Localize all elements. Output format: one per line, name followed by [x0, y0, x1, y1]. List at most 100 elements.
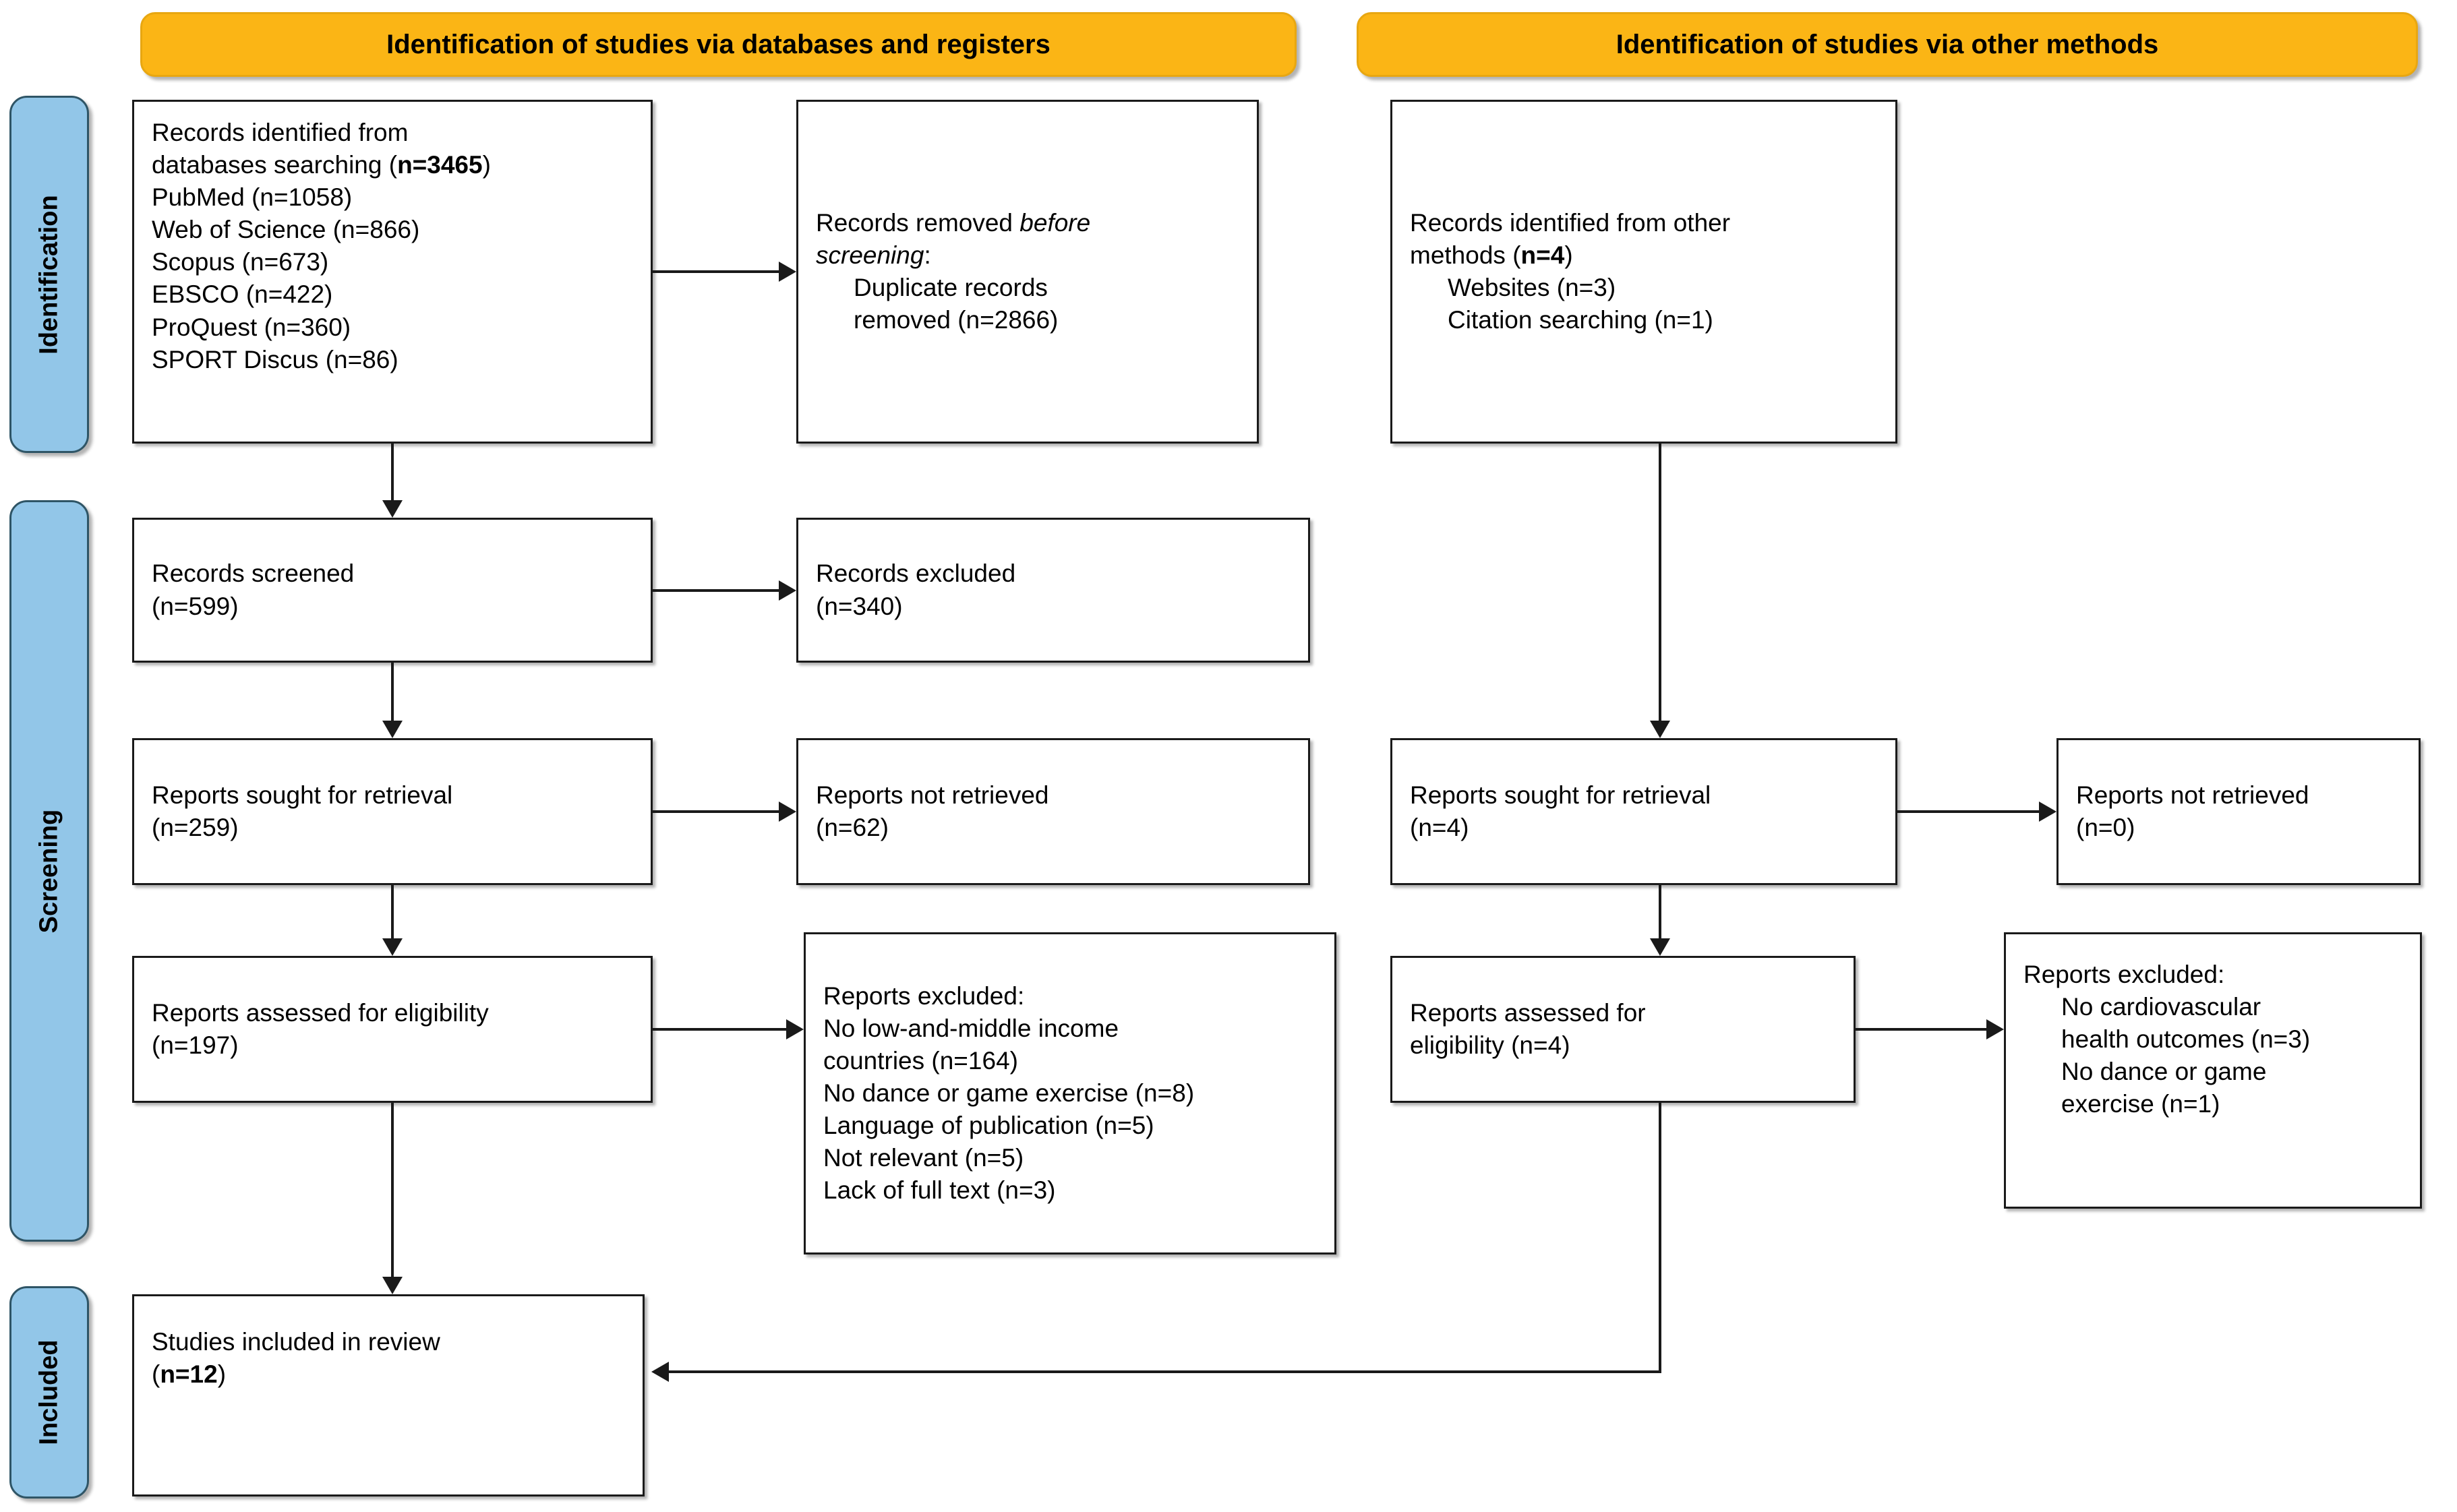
- arrow-sought-to-notretrieved-db: [779, 802, 796, 822]
- node-records-removed-before-screening: Records removed before screening: Duplic…: [796, 100, 1259, 444]
- connector-assessed-to-excluded-db: [653, 1028, 786, 1031]
- records-other-line2: methods (n=4): [1410, 239, 1878, 272]
- arrow-sought-to-notretrieved-other: [2039, 802, 2056, 822]
- records-removed-colon: :: [924, 241, 931, 269]
- banner-databases-label: Identification of studies via databases …: [386, 29, 1050, 59]
- reports-excluded-other-reason-2b: exercise (n=1): [2061, 1090, 2220, 1118]
- node-reports-not-retrieved-databases: Reports not retrieved (n=62): [796, 738, 1310, 885]
- records-other-total: n=4: [1520, 241, 1565, 269]
- arrow-assessed-to-included: [382, 1277, 403, 1294]
- records-removed-screening-em: screening: [816, 241, 924, 269]
- reports-excluded-db-heading: Reports excluded:: [823, 981, 1025, 1010]
- connector-sought-to-assessed-other: [1659, 885, 1661, 938]
- reports-excluded-db-reason-5: Lack of full text (n=3): [823, 1176, 1056, 1205]
- stage-label-included: Included: [9, 1286, 89, 1499]
- arrow-assessed-to-excluded-other: [1986, 1019, 2004, 1039]
- reports-not-retrieved-db-line1: Reports not retrieved: [816, 781, 1049, 809]
- stage-label-screening: Screening: [9, 500, 89, 1242]
- connector-assessed-to-excluded-other: [1856, 1028, 1986, 1031]
- node-reports-sought-other: Reports sought for retrieval (n=4): [1390, 738, 1897, 885]
- reports-sought-db-line1: Reports sought for retrieval: [152, 781, 453, 809]
- records-excluded-line1: Records excluded: [816, 560, 1016, 588]
- records-removed-before-em: before: [1019, 208, 1091, 237]
- records-db-source-proquest: ProQuest (n=360): [152, 313, 351, 341]
- records-other-prefix: methods (: [1410, 241, 1521, 269]
- reports-sought-other-line2: (n=4): [1410, 814, 1469, 841]
- connector-sought-to-assessed-db: [391, 885, 394, 938]
- reports-excluded-db-reason-1a: No low-and-middle income: [823, 1014, 1119, 1042]
- records-screened-line2: (n=599): [152, 592, 239, 620]
- records-db-title-prefix: databases searching (: [152, 151, 398, 179]
- records-removed-line4: removed (n=2866): [854, 306, 1059, 334]
- records-other-sub-websites: Websites (n=3): [1448, 274, 1616, 301]
- node-reports-sought-databases: Reports sought for retrieval (n=259): [132, 738, 653, 885]
- node-reports-assessed-databases: Reports assessed for eligibility (n=197): [132, 956, 653, 1103]
- connector-sought-to-notretrieved-db: [653, 810, 779, 813]
- records-other-suffix: ): [1564, 241, 1573, 269]
- records-db-source-scopus: Scopus (n=673): [152, 248, 329, 276]
- node-reports-excluded-other: Reports excluded: No cardiovascular heal…: [2004, 932, 2422, 1209]
- reports-not-retrieved-other-line2: (n=0): [2076, 814, 2135, 841]
- studies-included-suffix: ): [217, 1360, 227, 1389]
- node-reports-assessed-other: Reports assessed for eligibility (n=4): [1390, 956, 1856, 1103]
- records-other-line1: Records identified from other: [1410, 208, 1731, 237]
- connector-assessed-to-included: [391, 1103, 394, 1277]
- connector-identified-to-removed: [653, 270, 779, 273]
- arrow-identified-to-screened: [382, 500, 403, 518]
- node-records-screened: Records screened (n=599): [132, 518, 653, 663]
- arrow-other-into-included: [651, 1362, 669, 1382]
- arrow-screened-to-sought: [382, 721, 403, 738]
- banner-other-label: Identification of studies via other meth…: [1616, 29, 2159, 59]
- arrow-identified-to-removed: [779, 262, 796, 282]
- arrow-sought-to-assessed-other: [1650, 938, 1670, 956]
- node-studies-included: Studies included in review (n=12): [132, 1294, 645, 1496]
- connector-other-left-to-included: [669, 1370, 1660, 1373]
- reports-excluded-other-reason-1a: No cardiovascular: [2061, 993, 2261, 1021]
- reports-excluded-db-reason-1b: countries (n=164): [823, 1046, 1018, 1075]
- reports-excluded-other-reason-2a: No dance or game: [2061, 1058, 2267, 1086]
- reports-sought-db-line2: (n=259): [152, 814, 239, 841]
- records-db-title-line2: databases searching (n=3465): [152, 149, 633, 181]
- node-reports-excluded-databases: Reports excluded: No low-and-middle inco…: [804, 932, 1336, 1254]
- studies-included-prefix: (: [152, 1360, 160, 1389]
- records-db-source-sportdiscus: SPORT Discus (n=86): [152, 345, 398, 373]
- node-records-identified-databases: Records identified from databases search…: [132, 100, 653, 444]
- reports-assessed-other-line2: eligibility (n=4): [1410, 1031, 1570, 1059]
- connector-identified-to-screened: [391, 444, 394, 500]
- records-removed-line2: screening:: [816, 239, 1239, 272]
- records-other-sub-citation: Citation searching (n=1): [1448, 306, 1713, 334]
- records-db-title-suffix: ): [482, 151, 491, 179]
- reports-assessed-other-line1: Reports assessed for: [1410, 998, 1646, 1027]
- studies-included-line1: Studies included in review: [152, 1328, 440, 1356]
- reports-not-retrieved-db-line2: (n=62): [816, 814, 889, 841]
- reports-assessed-db-line1: Reports assessed for eligibility: [152, 998, 489, 1027]
- connector-sought-to-notretrieved-other: [1897, 810, 2039, 813]
- records-removed-line1: Records removed before: [816, 207, 1239, 239]
- records-screened-line1: Records screened: [152, 560, 355, 588]
- arrow-other-identified-to-sought: [1650, 721, 1670, 738]
- stage-identification-text: Identification: [34, 194, 63, 355]
- records-db-total: n=3465: [397, 151, 483, 179]
- reports-assessed-db-line2: (n=197): [152, 1031, 239, 1059]
- connector-screened-to-sought: [391, 663, 394, 721]
- connector-other-down-to-included: [1659, 1103, 1661, 1373]
- node-records-excluded: Records excluded (n=340): [796, 518, 1310, 663]
- arrow-sought-to-assessed-db: [382, 938, 403, 956]
- node-records-identified-other-methods: Records identified from other methods (n…: [1390, 100, 1897, 444]
- records-db-source-ebsco: EBSCO (n=422): [152, 280, 333, 309]
- records-db-source-wos: Web of Science (n=866): [152, 216, 420, 244]
- reports-excluded-other-heading: Reports excluded:: [2023, 961, 2225, 988]
- node-reports-not-retrieved-other: Reports not retrieved (n=0): [2056, 738, 2421, 885]
- studies-included-total: n=12: [160, 1360, 218, 1389]
- connector-screened-to-excluded: [653, 589, 779, 592]
- records-removed-prefix: Records removed: [816, 208, 1020, 237]
- arrow-assessed-to-excluded-db: [786, 1019, 804, 1039]
- reports-sought-other-line1: Reports sought for retrieval: [1410, 781, 1711, 809]
- studies-included-line2: (n=12): [152, 1358, 625, 1391]
- arrow-screened-to-excluded: [779, 580, 796, 601]
- banner-other-methods: Identification of studies via other meth…: [1357, 12, 2418, 77]
- reports-excluded-db-reason-3: Language of publication (n=5): [823, 1112, 1154, 1140]
- connector-other-identified-to-sought: [1659, 444, 1661, 721]
- records-removed-line3: Duplicate records: [854, 274, 1048, 301]
- records-db-title-line1: Records identified from: [152, 119, 409, 146]
